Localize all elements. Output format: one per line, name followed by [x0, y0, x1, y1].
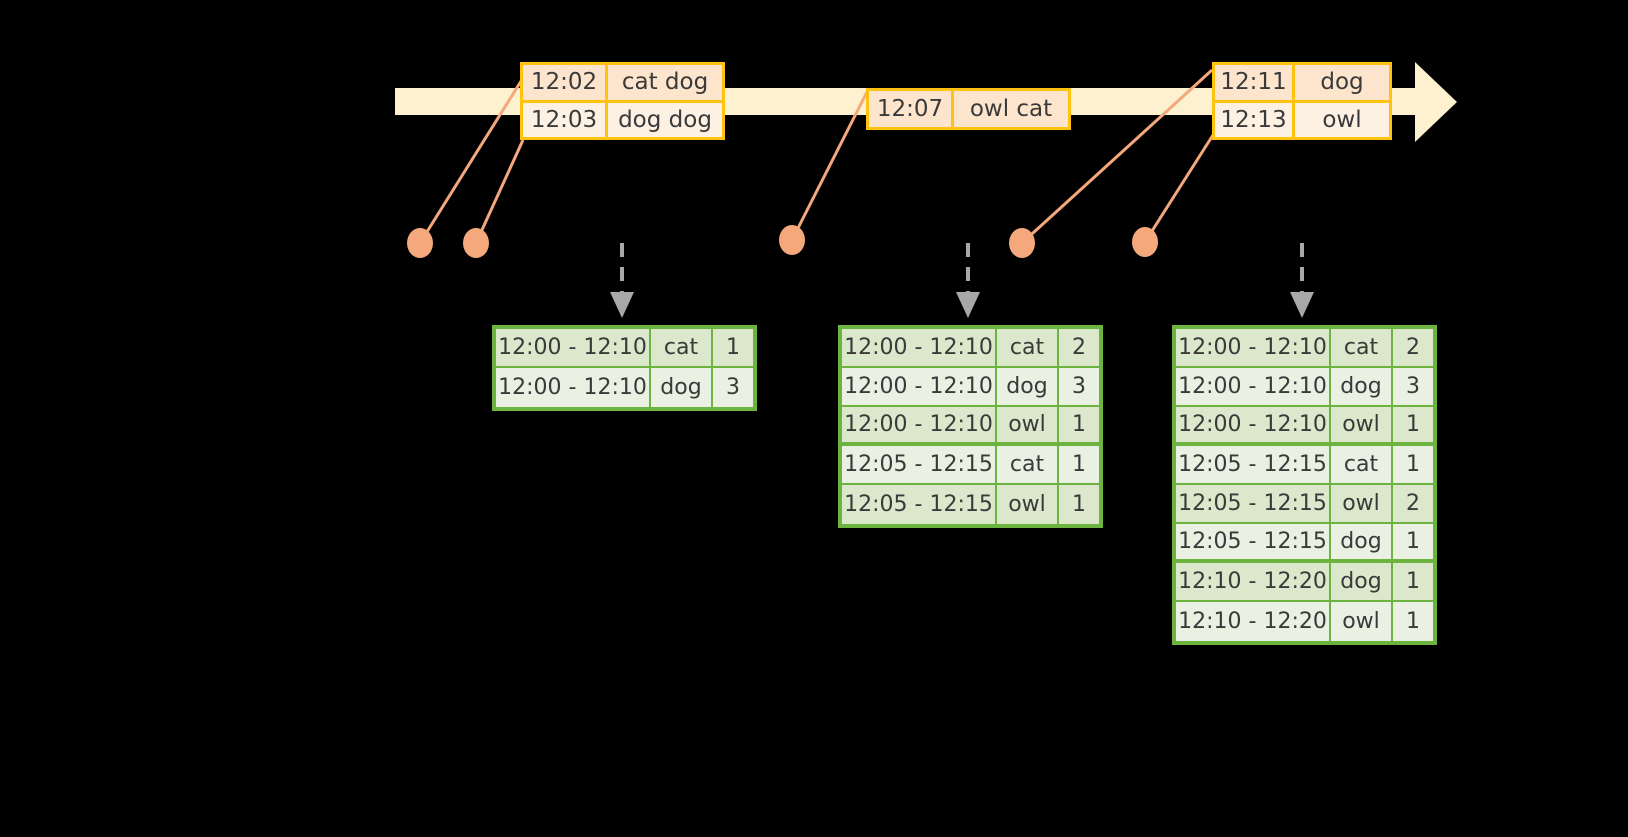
event-group-1[interactable]: 12:02 cat dog 12:03 dog dog	[520, 62, 725, 140]
table-cell-window: 12:00 - 12:10	[842, 407, 997, 446]
table-cell-key: dog	[1331, 524, 1393, 563]
event-words: owl cat	[954, 91, 1068, 127]
table-cell-count: 1	[1059, 485, 1099, 524]
marker-dot-2	[463, 228, 489, 258]
table-cell-window: 12:00 - 12:10	[496, 368, 651, 407]
table-cell-key: dog	[651, 368, 713, 407]
table-cell-window: 12:05 - 12:15	[842, 446, 997, 485]
event-words: dog	[1295, 65, 1389, 100]
marker-dot-4	[1009, 228, 1035, 258]
table-cell-window: 12:10 - 12:20	[1176, 602, 1331, 641]
event-row: 12:02 cat dog	[523, 65, 722, 100]
table-cell-window: 12:00 - 12:10	[842, 329, 997, 368]
table-cell-key: owl	[1331, 602, 1393, 641]
marker-dot-1	[407, 228, 433, 258]
table-cell-window: 12:05 - 12:15	[1176, 485, 1331, 524]
table-cell-count: 1	[1393, 563, 1433, 602]
table-cell-count: 1	[1393, 524, 1433, 563]
marker-dot-5	[1132, 227, 1158, 257]
table-cell-window: 12:05 - 12:15	[1176, 524, 1331, 563]
event-row: 12:03 dog dog	[523, 99, 722, 137]
table-cell-count: 1	[1393, 602, 1433, 641]
event-row: 12:13 owl	[1215, 99, 1389, 137]
table-cell-window: 12:05 - 12:15	[1176, 446, 1331, 485]
table-cell-count: 1	[713, 329, 753, 368]
table-cell-key: dog	[1331, 563, 1393, 602]
table-cell-window: 12:00 - 12:10	[1176, 407, 1331, 446]
table-cell-key: dog	[1331, 368, 1393, 407]
table-cell-window: 12:05 - 12:15	[842, 485, 997, 524]
event-words: dog dog	[608, 102, 722, 137]
event-row: 12:07 owl cat	[869, 91, 1068, 127]
event-time: 12:07	[869, 91, 954, 127]
table-cell-count: 2	[1059, 329, 1099, 368]
table-cell-window: 12:00 - 12:10	[842, 368, 997, 407]
down-arrow-1	[610, 292, 634, 318]
event-time: 12:11	[1215, 65, 1295, 100]
table-cell-key: owl	[1331, 407, 1393, 446]
table-cell-key: cat	[651, 329, 713, 368]
table-cell-key: owl	[997, 485, 1059, 524]
table-cell-count: 3	[1059, 368, 1099, 407]
table-cell-key: cat	[997, 446, 1059, 485]
table-cell-count: 3	[1393, 368, 1433, 407]
event-group-2[interactable]: 12:07 owl cat	[866, 88, 1071, 130]
table-cell-key: cat	[1331, 446, 1393, 485]
timeline-arrowhead	[1415, 62, 1457, 142]
table-cell-count: 3	[713, 368, 753, 407]
table-cell-window: 12:00 - 12:10	[1176, 368, 1331, 407]
event-words: cat dog	[608, 65, 722, 100]
table-cell-window: 12:00 - 12:10	[1176, 329, 1331, 368]
event-words: owl	[1295, 102, 1389, 137]
table-cell-key: cat	[997, 329, 1059, 368]
table-cell-key: owl	[1331, 485, 1393, 524]
table-cell-count: 2	[1393, 485, 1433, 524]
marker-dot-3	[779, 225, 805, 255]
table-cell-count: 2	[1393, 329, 1433, 368]
table-cell-window: 12:10 - 12:20	[1176, 563, 1331, 602]
event-group-3[interactable]: 12:11 dog 12:13 owl	[1212, 62, 1392, 140]
event-row: 12:11 dog	[1215, 65, 1389, 100]
down-arrow-3	[1290, 292, 1314, 318]
table-cell-key: owl	[997, 407, 1059, 446]
table-cell-count: 1	[1393, 446, 1433, 485]
event-time: 12:13	[1215, 102, 1295, 137]
table-cell-key: cat	[1331, 329, 1393, 368]
event-time: 12:03	[523, 102, 608, 137]
table-cell-count: 1	[1059, 446, 1099, 485]
table-cell-count: 1	[1393, 407, 1433, 446]
table-cell-count: 1	[1059, 407, 1099, 446]
table-cell-window: 12:00 - 12:10	[496, 329, 651, 368]
event-time: 12:02	[523, 65, 608, 100]
table-cell-key: dog	[997, 368, 1059, 407]
down-arrow-2	[956, 292, 980, 318]
